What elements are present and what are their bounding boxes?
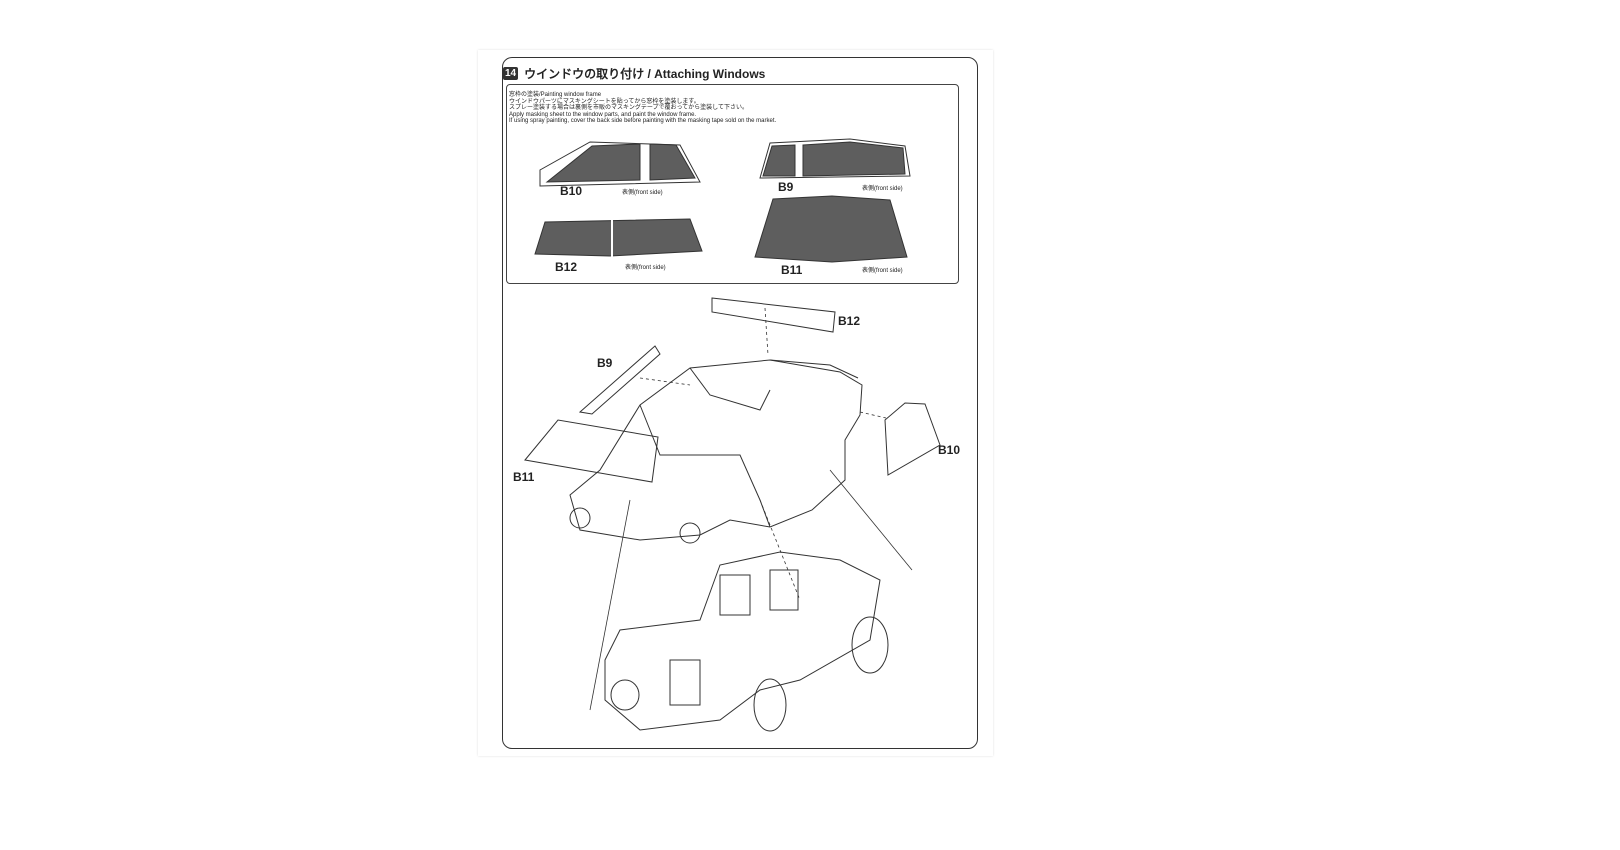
painting-note: 窓枠の塗装/Painting window frame ウインドウパーツにマスキ… bbox=[509, 92, 776, 125]
part-label-b12: B12 bbox=[555, 260, 578, 274]
note-heading: 窓枠の塗装/Painting window frame bbox=[509, 92, 602, 98]
part-label-b11: B11 bbox=[781, 263, 803, 277]
note-line: Apply masking sheet to the window parts,… bbox=[509, 111, 697, 118]
step-frame bbox=[502, 57, 978, 749]
painting-note-box bbox=[506, 84, 959, 284]
window-b12 bbox=[534, 218, 703, 257]
car-assembly bbox=[524, 297, 941, 732]
front-side-label: 表側(front side) bbox=[862, 268, 903, 274]
step-header: 14 ウインドウの取り付け / Attaching Windows bbox=[503, 65, 765, 82]
note-line: スプレー塗装する場合は裏側を市販のマスキングテープで覆おってから塗装して下さい。 bbox=[509, 105, 748, 112]
front-side-label: 表側(front side) bbox=[862, 186, 903, 192]
front-side-label: 表側(front side) bbox=[622, 190, 663, 196]
assembly-window-b12 bbox=[711, 297, 836, 333]
note-line: If using spray painting, cover the back … bbox=[509, 118, 777, 125]
part-label-b10: B10 bbox=[560, 184, 583, 198]
part-label-b9: B9 bbox=[778, 180, 794, 194]
assembly-label-b11: B11 bbox=[513, 470, 535, 484]
step-title: ウインドウの取り付け / Attaching Windows bbox=[524, 67, 766, 81]
assembly-label-b10: B10 bbox=[938, 443, 961, 457]
assembly-window-b11 bbox=[524, 419, 659, 483]
assembly-window-b9 bbox=[578, 345, 661, 415]
step-number: 14 bbox=[503, 67, 519, 80]
assembly-label-b9: B9 bbox=[597, 356, 613, 370]
note-line: ウインドウパーツにマスキングシートを貼ってから窓枠を塗装します。 bbox=[509, 98, 700, 105]
front-side-label: 表側(front side) bbox=[625, 265, 666, 271]
window-b11 bbox=[754, 195, 908, 263]
assembly-window-b10 bbox=[884, 402, 941, 476]
assembly-label-b12: B12 bbox=[838, 314, 861, 328]
